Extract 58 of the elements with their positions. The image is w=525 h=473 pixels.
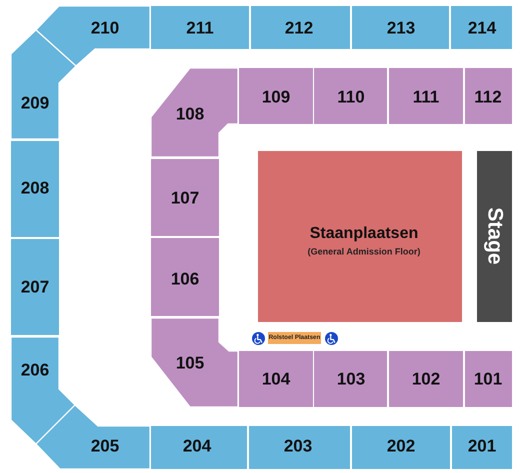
section-number: 211 <box>186 20 214 36</box>
seating-section <box>151 238 219 316</box>
section-number: 108 <box>176 106 204 122</box>
seating-section <box>11 337 75 444</box>
section-number: 214 <box>468 20 496 36</box>
section-number: 101 <box>474 370 502 388</box>
seating-section <box>314 68 387 124</box>
seating-section <box>151 68 238 157</box>
section-number: 112 <box>474 88 502 106</box>
standing-floor <box>258 151 462 322</box>
seating-section <box>151 159 219 236</box>
seating-section <box>451 6 512 49</box>
section-number: 107 <box>170 190 200 206</box>
section-number: 208 <box>20 180 50 196</box>
floor-note: (General Admission Floor) <box>308 248 420 256</box>
section-number: 201 <box>468 438 496 454</box>
seating-section <box>36 405 150 469</box>
seating-section <box>11 141 59 237</box>
seating-section <box>239 351 313 407</box>
section-number: 110 <box>337 88 365 106</box>
section-number: 210 <box>90 20 120 36</box>
section-number: 109 <box>262 88 290 106</box>
seating-section <box>452 426 512 469</box>
section-number: 105 <box>176 354 204 372</box>
wheelchair-seating-area <box>268 332 321 344</box>
seating-section <box>36 6 150 66</box>
seating-section <box>314 351 387 407</box>
seating-section <box>151 426 247 469</box>
seating-section <box>352 6 449 49</box>
section-number: 206 <box>20 362 50 378</box>
section-number: 204 <box>182 438 212 454</box>
seating-section <box>465 68 512 124</box>
seating-section <box>249 426 350 469</box>
seating-section <box>389 68 463 124</box>
section-number: 212 <box>284 20 314 36</box>
seating-section <box>251 6 350 49</box>
seating-section <box>151 318 238 407</box>
section-number: 209 <box>20 94 50 112</box>
seating-section <box>352 426 450 469</box>
seating-section <box>11 239 59 335</box>
section-number: 104 <box>262 370 290 388</box>
section-number: 207 <box>20 278 50 296</box>
section-number: 203 <box>284 438 312 454</box>
section-number: 103 <box>336 370 366 388</box>
section-number: 202 <box>386 438 416 454</box>
stage <box>477 151 512 322</box>
section-number: 205 <box>90 438 120 454</box>
seating-section <box>11 30 76 139</box>
seating-section <box>151 6 249 49</box>
section-number: 213 <box>386 20 416 36</box>
floor-name: Staanplaatsen <box>310 226 418 242</box>
section-number: 106 <box>170 270 200 288</box>
seating-section <box>239 68 313 124</box>
seating-section <box>389 351 463 407</box>
stage-label: Stage <box>484 207 506 265</box>
section-number: 111 <box>412 88 440 106</box>
seating-section <box>465 351 512 407</box>
section-number: 102 <box>412 370 440 388</box>
